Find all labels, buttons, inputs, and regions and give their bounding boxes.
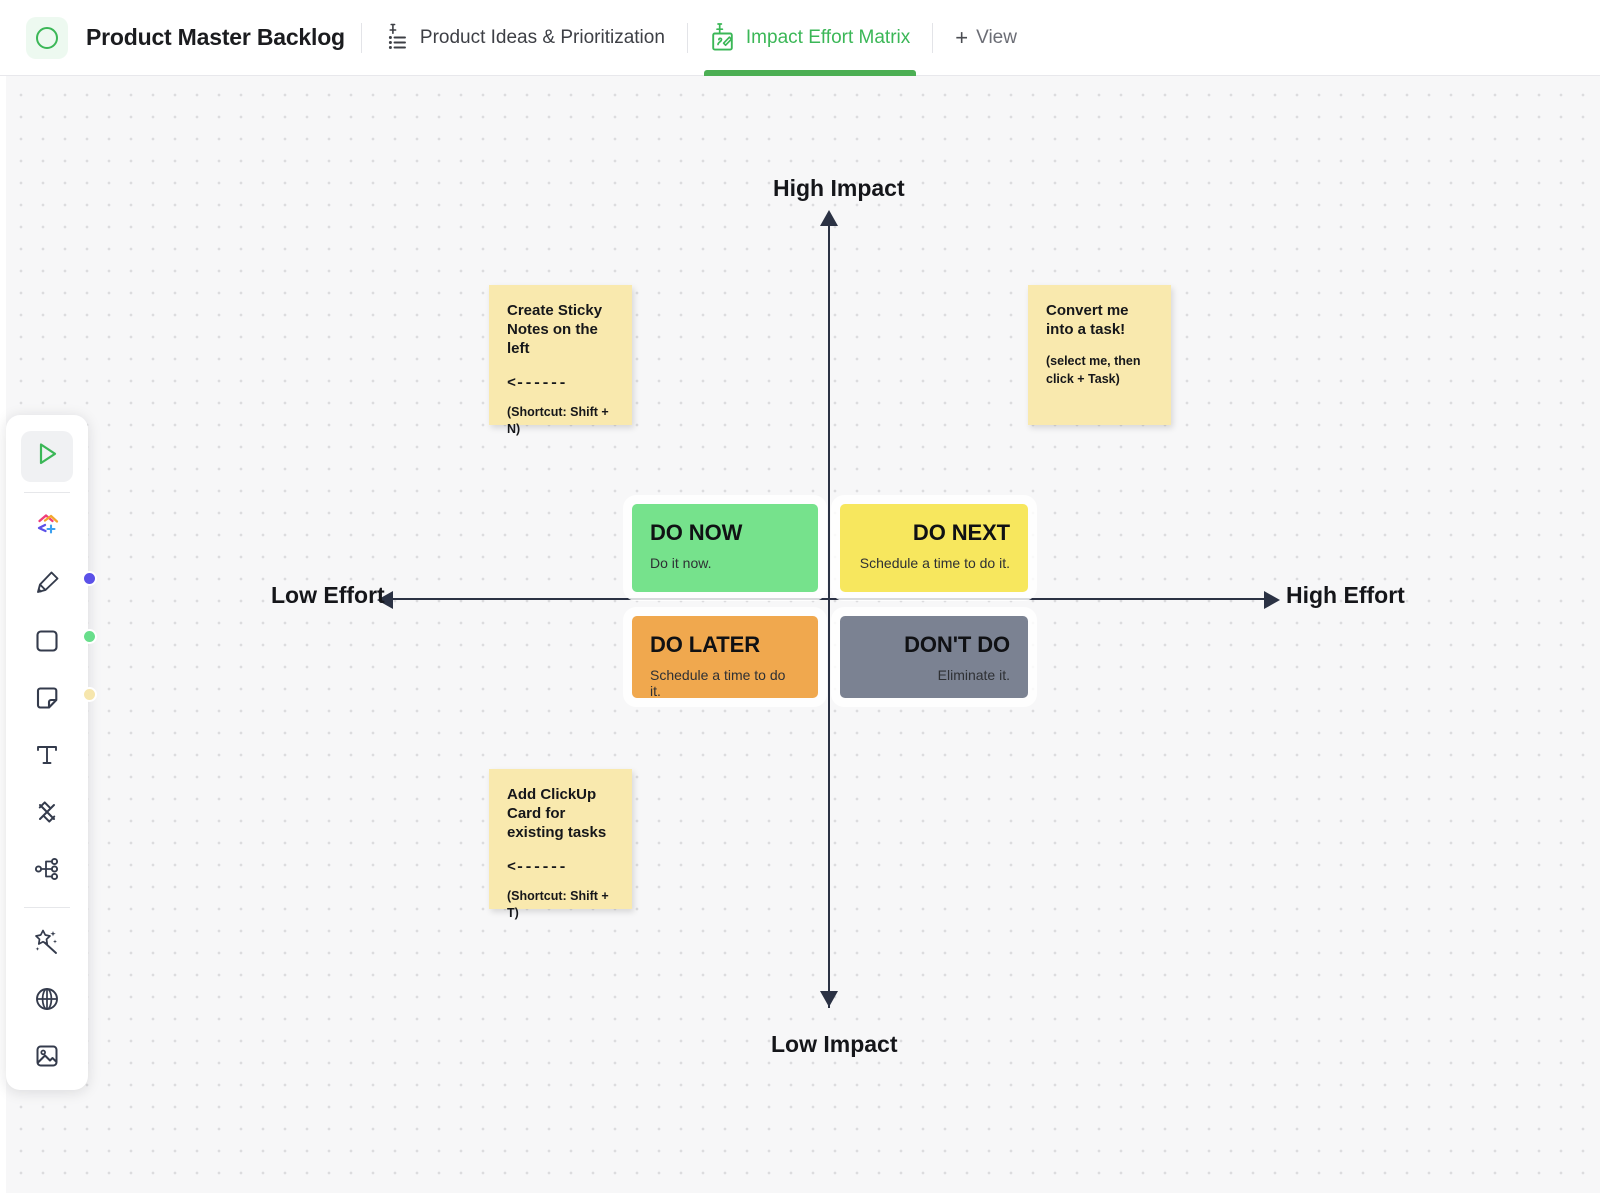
- canvas-left-edge: [0, 76, 6, 1193]
- embed-tool-button[interactable]: [21, 976, 73, 1027]
- quadrant-title: DO NOW: [650, 520, 743, 545]
- quadrant-do-next[interactable]: DO NEXT Schedule a time to do it.: [840, 504, 1028, 592]
- quadrant-subtitle: Schedule a time to do it.: [650, 667, 786, 700]
- sticky-note-hint: (select me, then click + Task): [1046, 354, 1141, 386]
- color-swatch-blue[interactable]: [82, 571, 97, 586]
- tab-impact-effort-matrix[interactable]: Impact Effort Matrix: [703, 0, 917, 76]
- sticky-note-title: Create Sticky Notes on the left: [507, 302, 603, 358]
- toolbar-divider-2: [24, 907, 70, 909]
- quadrant-do-later[interactable]: DO LATER Schedule a time to do it.: [632, 616, 818, 700]
- quadrant-subtitle: Schedule a time to do it.: [859, 555, 1010, 572]
- ai-tool-button[interactable]: [21, 918, 73, 969]
- mindmap-tool-button[interactable]: [21, 846, 73, 897]
- pinned-whiteboard-icon: [710, 22, 736, 53]
- tab-label: Product Ideas & Prioritization: [419, 26, 665, 48]
- text-t-icon: [33, 741, 61, 774]
- color-swatch-yellow[interactable]: [82, 687, 97, 702]
- quadrant-title: DO LATER: [650, 632, 761, 657]
- toolbar-divider-1: [24, 492, 70, 494]
- sticky-note-shortcut: (Shortcut: Shift + N): [507, 404, 609, 437]
- header-divider-2: [686, 22, 688, 53]
- sticky-note-arrow: <------: [507, 858, 567, 876]
- sticky-note-tool-button[interactable]: [21, 675, 73, 726]
- quadrant-title: DO NEXT: [912, 520, 1010, 545]
- quadrant-subtitle: Do it now.: [650, 555, 712, 572]
- axis-label-high-effort: High Effort: [1286, 582, 1405, 608]
- add-object-icon: [32, 511, 62, 546]
- axis-label-low-impact: Low Impact: [771, 1031, 898, 1057]
- impact-axis-line: [828, 218, 830, 1008]
- header-divider-1: [360, 22, 362, 53]
- quadrant-do-now[interactable]: DO NOW Do it now.: [632, 504, 818, 592]
- axis-label-low-effort: Low Effort: [271, 582, 385, 608]
- sticky-note-add-clickup-card[interactable]: Add ClickUp Card for existing tasks <---…: [489, 769, 632, 920]
- sticky-note-create-sticky-notes[interactable]: Create Sticky Notes on the left <------ …: [489, 285, 632, 436]
- globe-icon: [33, 985, 61, 1018]
- magic-wand-icon: [32, 927, 62, 962]
- effort-axis-line: [385, 598, 1275, 600]
- board-logo[interactable]: [26, 16, 68, 59]
- axis-arrow-left-icon: [377, 591, 393, 609]
- header-divider-3: [932, 22, 934, 53]
- axis-label-high-impact: High Impact: [773, 175, 905, 201]
- add-shape-tool-button[interactable]: [21, 503, 73, 554]
- tab-label: Impact Effort Matrix: [745, 26, 911, 48]
- whiteboard-toolbar: [6, 415, 88, 1090]
- pen-tool-button[interactable]: [21, 560, 73, 611]
- square-shape-icon: [33, 627, 61, 660]
- sticky-note-arrow: <------: [507, 374, 567, 392]
- sticky-note-icon: [33, 684, 61, 717]
- quadrant-title: DON'T DO: [904, 632, 1010, 657]
- image-icon: [33, 1042, 61, 1075]
- whiteboard-canvas[interactable]: High Impact Low Impact Low Effort High E…: [0, 76, 1600, 1193]
- add-view-button[interactable]: + View: [949, 24, 1023, 50]
- sticky-note-title: Convert me into a task!: [1046, 302, 1129, 339]
- text-tool-button[interactable]: [21, 732, 73, 783]
- quadrant-dont-do[interactable]: DON'T DO Eliminate it.: [840, 616, 1028, 698]
- connector-tool-button[interactable]: [21, 789, 73, 840]
- sticky-note-shortcut: (Shortcut: Shift + T): [507, 888, 609, 921]
- sticky-note-convert-to-task[interactable]: Convert me into a task! (select me, then…: [1028, 285, 1171, 425]
- axis-arrow-down-icon: [820, 991, 838, 1007]
- sticky-note-title: Add ClickUp Card for existing tasks: [507, 786, 607, 842]
- app-header: Product Master Backlog Product Ideas & P…: [0, 0, 1600, 76]
- highlighter-pen-icon: [32, 568, 62, 603]
- axis-arrow-up-icon: [820, 210, 838, 226]
- add-view-label: View: [976, 26, 1017, 48]
- cursor-arrow-icon: [33, 440, 61, 473]
- double-arrow-icon: [33, 798, 61, 831]
- select-tool-button[interactable]: [21, 431, 73, 483]
- axis-arrow-right-icon: [1264, 591, 1280, 609]
- color-swatch-green[interactable]: [82, 629, 97, 644]
- page-title: Product Master Backlog: [86, 24, 345, 50]
- shape-tool-button[interactable]: [21, 618, 73, 669]
- quadrant-subtitle: Eliminate it.: [937, 667, 1010, 684]
- image-tool-button[interactable]: [21, 1033, 73, 1084]
- hierarchy-nodes-icon: [33, 855, 61, 888]
- circle-outline-logo-icon: [36, 26, 58, 49]
- tab-product-ideas-prioritization[interactable]: Product Ideas & Prioritization: [378, 0, 671, 76]
- pinned-list-icon: [384, 23, 410, 53]
- plus-icon: +: [955, 24, 969, 50]
